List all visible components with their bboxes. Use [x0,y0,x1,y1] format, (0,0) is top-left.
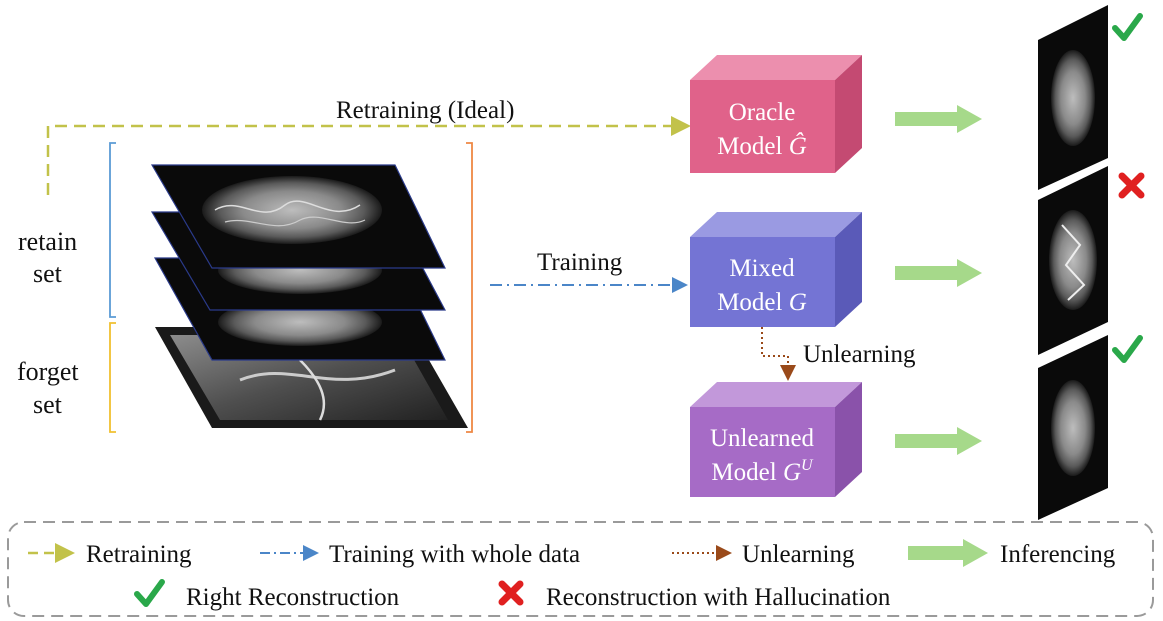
brain-slice-1 [150,164,446,269]
legend: Retraining Training with whole data Unle… [7,521,1154,617]
unlearned-model-symbol: G [783,459,801,486]
legend-hallucination-label: Reconstruction with Hallucination [546,584,891,611]
mixed-model-line2: Model [717,289,782,316]
oracle-model-line2: Model [717,133,782,160]
legend-training-label: Training with whole data [329,541,580,568]
oracle-model-line1: Oracle [729,99,796,126]
unlearning-label: Unlearning [803,341,916,368]
check-icon [134,579,165,607]
retain-set-bracket [109,142,116,318]
inference-arrow-unlearned [895,427,982,455]
svg-text:Model G: Model G [717,289,807,316]
svg-text:Model GU: Model GU [711,457,814,486]
svg-text:Model Ĝ: Model Ĝ [717,132,807,160]
retraining-arrow [46,116,691,195]
legend-right-reconstruction: Right Reconstruction [134,579,400,611]
legend-retraining-label: Retraining [86,541,192,568]
legend-unlearning-label: Unlearning [742,541,855,568]
cross-icon [1118,172,1145,199]
check-icon [1112,335,1143,363]
legend-inferencing-label: Inferencing [1000,541,1116,568]
unlearned-model-cube: Unlearned Model GU [690,382,862,497]
mixed-model-line1: Mixed [729,255,795,282]
retraining-ideal-label: Retraining (Ideal) [336,97,514,124]
unlearned-model-line1: Unlearned [710,425,815,452]
mri-slice-stack [150,164,468,428]
legend-hallucination: Reconstruction with Hallucination [498,580,891,611]
oracle-model-symbol: Ĝ [789,132,807,160]
unlearned-model-line2: Model [711,459,776,486]
retain-set-label-line2: set [33,259,63,288]
unlearning-arrow [761,327,796,381]
cross-icon [498,580,524,606]
mixed-model-cube: Mixed Model G [690,212,862,327]
output-image-mixed [1038,166,1108,355]
check-icon [1112,13,1143,41]
legend-training: Training with whole data [260,541,580,568]
unlearned-model-superscript: U [801,457,814,474]
legend-right-reconstruction-label: Right Reconstruction [186,584,400,611]
forget-set-label-line1: forget [17,357,79,386]
output-image-unlearned [1038,335,1108,520]
legend-retraining: Retraining [28,541,192,568]
mixed-model-symbol: G [789,289,807,316]
inference-arrow-oracle [895,105,982,133]
legend-unlearning: Unlearning [672,541,855,568]
output-image-oracle [1038,5,1108,190]
forget-set-bracket [109,322,116,433]
training-label: Training [537,249,623,276]
whole-set-bracket [466,142,473,433]
retain-set-label-line1: retain [18,227,77,256]
forget-set-label-line2: set [33,390,63,419]
inference-arrow-mixed [895,259,982,287]
legend-inferencing: Inferencing [908,539,1116,568]
oracle-model-cube: Oracle Model Ĝ [690,55,862,173]
